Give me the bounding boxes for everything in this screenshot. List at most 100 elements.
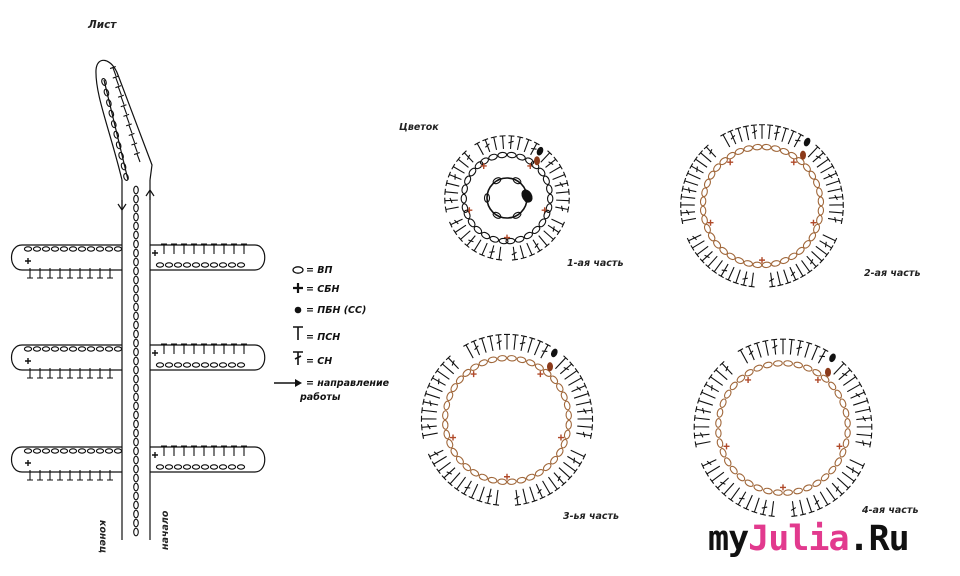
chain-stitch xyxy=(497,478,508,485)
half-treble-stitch xyxy=(683,177,699,186)
chain-stitch xyxy=(133,248,139,258)
flower xyxy=(444,135,570,261)
half-treble-stitch xyxy=(512,334,519,350)
half-treble-stitch xyxy=(57,268,63,279)
single-crochet-stitch xyxy=(537,371,544,378)
treble-stitch xyxy=(545,156,559,168)
half-treble-stitch xyxy=(478,336,487,353)
chain-stitch xyxy=(723,457,732,467)
chain-stitch xyxy=(133,338,139,348)
chain-stitch xyxy=(133,464,139,474)
chain-stitch xyxy=(32,448,42,454)
treble-stitch xyxy=(789,266,799,282)
half-treble-stitch xyxy=(241,243,247,254)
chain-stitch xyxy=(556,383,564,393)
half-treble-stitch xyxy=(27,268,33,279)
half-treble-stitch xyxy=(825,487,838,503)
half-treble-stitch xyxy=(822,234,838,244)
chain-stitch xyxy=(560,391,568,402)
half-treble-stitch xyxy=(543,230,556,243)
chain-stitch xyxy=(133,356,139,366)
treble-stitch xyxy=(759,499,768,516)
half-treble-stitch xyxy=(211,445,217,456)
half-treble-stitch xyxy=(705,255,718,270)
treble-stitch xyxy=(444,197,458,204)
half-treble-stitch xyxy=(201,343,207,354)
chain-stitch xyxy=(59,346,69,352)
end-label: конец xyxy=(97,520,108,553)
chain-stitch xyxy=(191,464,201,470)
single-crochet-stitch xyxy=(152,452,158,458)
single-crochet-stitch xyxy=(810,219,817,226)
half-treble-stitch xyxy=(453,476,466,492)
chain-stitch xyxy=(133,383,139,393)
chain-stitch xyxy=(104,346,114,352)
chain-stitch xyxy=(516,476,527,484)
treble-stitch xyxy=(817,348,829,364)
chain-stitch xyxy=(752,143,763,151)
chain-stitch xyxy=(743,145,754,152)
chain-stitch xyxy=(164,362,174,368)
chain-stitch xyxy=(467,218,476,228)
half-treble-stitch xyxy=(563,461,578,474)
chain-stitch xyxy=(699,205,707,216)
chain-stitch xyxy=(723,389,732,399)
chain-stitch xyxy=(227,464,237,470)
chain-stitch xyxy=(227,262,237,268)
treble-stitch xyxy=(547,224,561,236)
half-treble-stitch xyxy=(555,355,569,370)
chain-stitch xyxy=(133,185,139,195)
chain-stitch xyxy=(182,262,192,268)
chain-stitch xyxy=(481,231,491,240)
chain-stitch xyxy=(470,469,480,477)
single-crochet-stitch xyxy=(152,350,158,356)
chain-stitch xyxy=(761,143,772,151)
chain-stitch xyxy=(133,194,139,204)
treble-stitch xyxy=(487,245,495,260)
half-treble-stitch xyxy=(221,243,227,254)
chain-stitch xyxy=(516,153,526,161)
chain-stitch xyxy=(753,484,763,492)
half-treble-stitch xyxy=(555,188,570,195)
treble-stitch xyxy=(464,235,476,248)
chain-stitch xyxy=(133,473,139,483)
treble-stitch xyxy=(771,338,778,355)
chain-stitch xyxy=(492,211,502,219)
chain-stitch xyxy=(844,417,851,428)
half-treble-stitch xyxy=(751,497,760,514)
half-treble-stitch xyxy=(181,243,187,254)
treble-stitch xyxy=(445,355,459,370)
chain-stitch xyxy=(59,246,69,252)
treble-stitch xyxy=(727,129,737,145)
chain-stitch xyxy=(50,448,60,454)
treble-stitch xyxy=(806,255,819,270)
treble-stitch xyxy=(715,477,729,491)
chain-stitch xyxy=(464,175,472,185)
half-treble-stitch xyxy=(87,470,93,481)
chain-stitch xyxy=(236,262,246,268)
chain-stitch xyxy=(483,193,491,203)
chain-stitch xyxy=(743,260,754,267)
chain-stitch xyxy=(719,157,728,166)
half-treble-stitch xyxy=(87,368,93,379)
chain-stitch xyxy=(744,479,754,488)
half-treble-stitch xyxy=(112,75,120,86)
chain-stitch xyxy=(534,469,544,477)
single-crochet-stitch xyxy=(814,376,821,383)
chain-stitch xyxy=(104,448,114,454)
half-treble-stitch xyxy=(842,374,858,386)
half-treble-stitch xyxy=(526,242,535,257)
half-treble-stitch xyxy=(837,477,851,491)
half-treble-stitch xyxy=(87,268,93,279)
t-cross-symbol-icon xyxy=(293,351,303,365)
chain-stitch xyxy=(534,363,544,371)
half-treble-stitch xyxy=(421,432,438,439)
half-treble-stitch xyxy=(474,141,484,156)
chain-stitch xyxy=(834,389,843,399)
chain-stitch xyxy=(455,455,464,465)
half-treble-stitch xyxy=(721,482,735,497)
half-treble-stitch xyxy=(468,483,479,500)
chain-stitch xyxy=(209,464,219,470)
half-treble-stitch xyxy=(125,123,133,134)
chain-stitch xyxy=(133,401,139,411)
